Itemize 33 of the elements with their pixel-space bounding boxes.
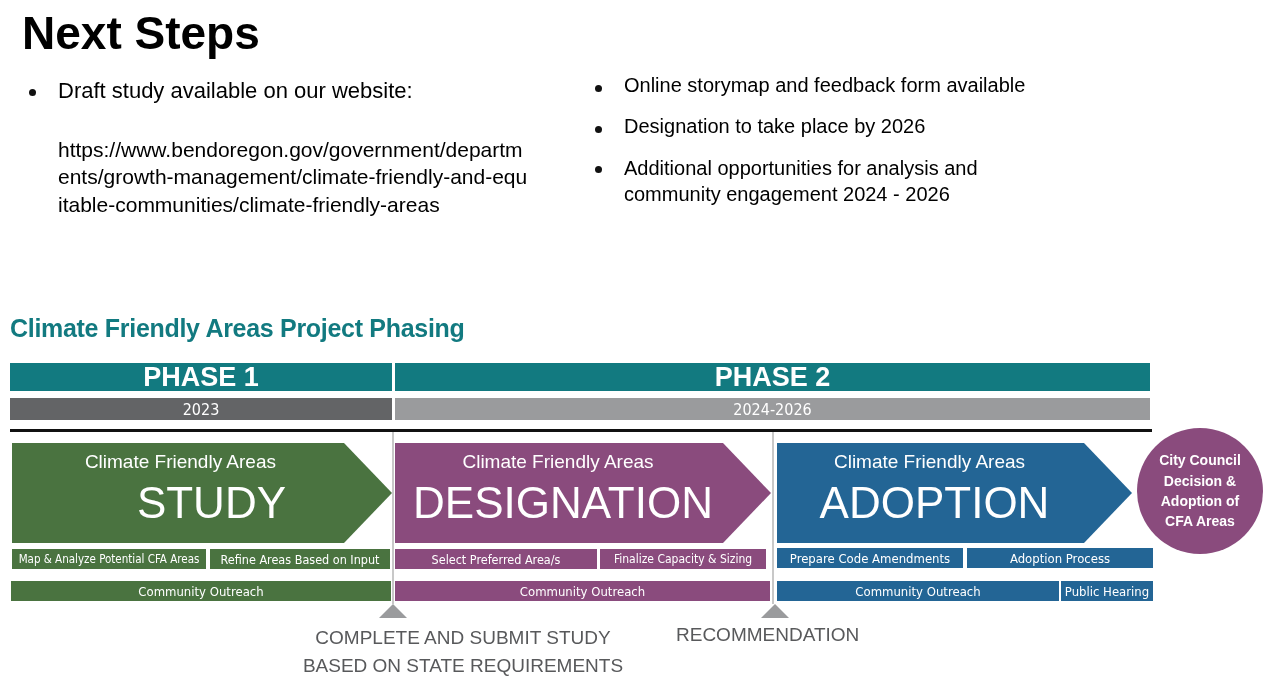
- year-bar: 2024-2026: [395, 398, 1150, 420]
- milestone-text: RECOMMENDATION: [676, 624, 861, 646]
- bullet-text: Designation to take place by 2026: [624, 115, 927, 138]
- phase-subtitle: Climate Friendly Areas: [461, 451, 655, 473]
- website-link: https://www.bendoregon.gov/government/departments/growth-management/climate-friendly-and-equitable-communities/climate-friendly-areas: [58, 137, 528, 218]
- task-bar: Select Preferred Area/s: [395, 549, 597, 569]
- phase-panel: [395, 443, 771, 543]
- phase-name: DESIGNATION: [412, 477, 714, 529]
- task-bar: Adoption Process: [967, 548, 1153, 568]
- bullet-text: Additional opportunities for analysis and community engagement 2024 - 2026: [624, 156, 979, 207]
- task-bar: Public Hearing: [1061, 581, 1153, 601]
- task-bar: Refine Areas Based on Input: [210, 549, 390, 569]
- phase-banner: PHASE 2: [395, 363, 1150, 391]
- bullet-text: Draft study available on our website:: [58, 78, 414, 104]
- phase-subtitle: Climate Friendly Areas: [83, 451, 277, 473]
- phase-panel: [12, 443, 392, 543]
- phase-name: ADOPTION: [818, 477, 1051, 529]
- task-bar: Community Outreach: [395, 581, 770, 601]
- task-bar: Prepare Code Amendments: [777, 548, 963, 568]
- section-heading: Climate Friendly Areas Project Phasing: [10, 314, 466, 343]
- task-bar: Community Outreach: [11, 581, 391, 601]
- phase-subtitle: Climate Friendly Areas: [832, 451, 1027, 473]
- milestone-text: COMPLETE AND SUBMIT STUDY BASED ON STATE REQUIREMENTS: [301, 626, 625, 678]
- phase-panel: [777, 443, 1132, 543]
- phase-name: STUDY: [135, 477, 287, 529]
- page-title: Next Steps: [22, 6, 260, 60]
- year-bar: 2023: [10, 398, 392, 420]
- task-bar: Community Outreach: [777, 581, 1059, 601]
- task-bar: Map & Analyze Potential CFA Areas: [12, 549, 206, 569]
- milestone-circle: City Council Decision & Adoption of CFA Areas: [1137, 428, 1263, 554]
- task-bar: Finalize Capacity & Sizing: [600, 549, 766, 569]
- bullet-text: Online storymap and feedback form available: [624, 74, 1027, 97]
- phase-banner: PHASE 1: [10, 363, 392, 391]
